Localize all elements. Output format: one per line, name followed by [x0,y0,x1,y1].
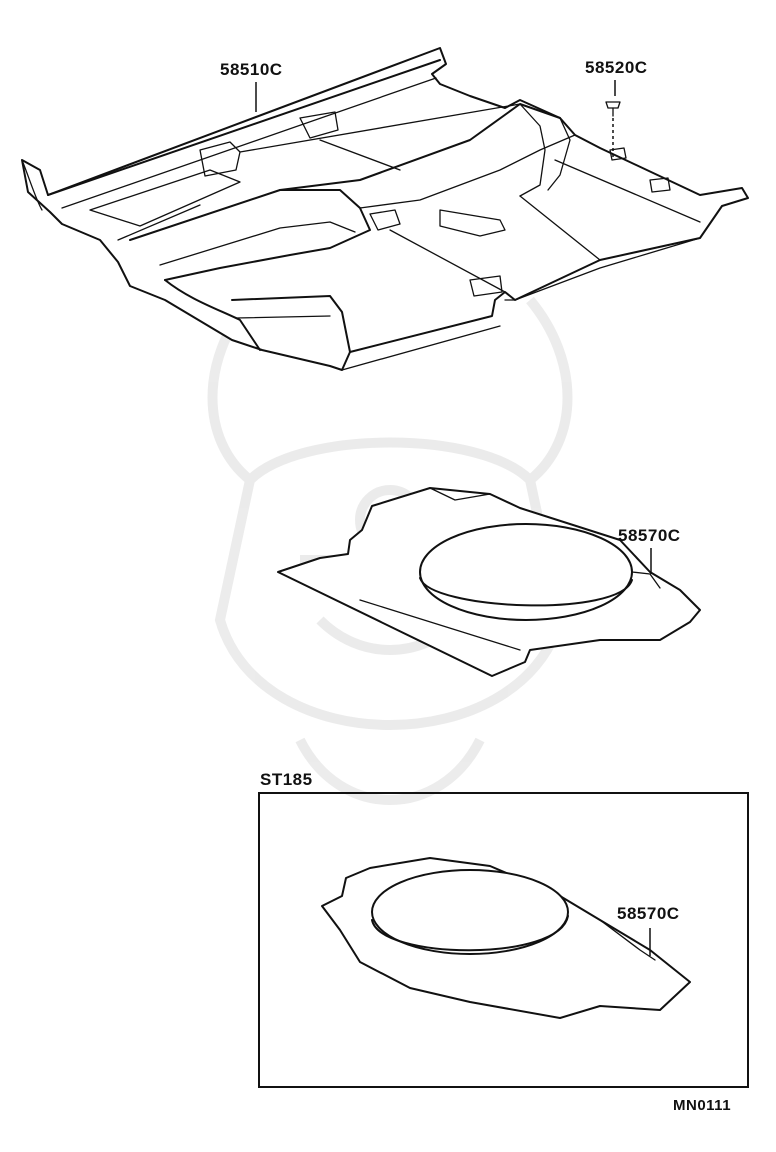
clip-drawing [605,101,621,117]
inset-frame-st185 [258,792,749,1088]
diagram-code: MN0111 [673,1097,732,1114]
part-label-clip: 58520C [585,58,648,77]
inset-luggage-mat-drawing [321,857,691,1019]
floor-carpet-drawing [21,47,749,371]
part-label-floor-carpet: 58510C [220,60,283,79]
luggage-mat-drawing [277,487,701,677]
inset-title: ST185 [260,770,313,789]
part-label-inset-luggage-mat: 58570C [617,904,680,923]
part-label-luggage-mat: 58570C [618,526,681,545]
